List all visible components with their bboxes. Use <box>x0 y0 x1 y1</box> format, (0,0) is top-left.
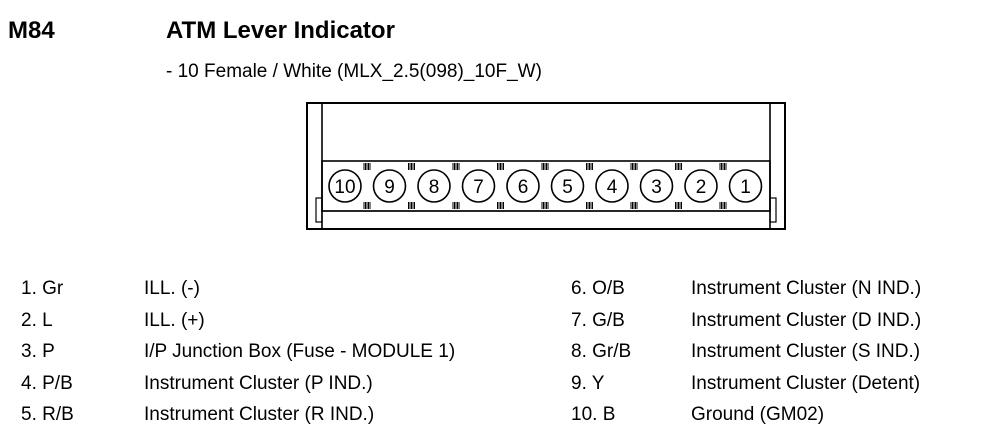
pin-description: ILL. (+) <box>144 309 205 331</box>
pin-cavity <box>328 169 362 203</box>
pin-row: 10. B Ground (GM02) <box>571 399 921 431</box>
pin-row: 3. P I/P Junction Box (Fuse - MODULE 1) <box>21 336 455 368</box>
pin-list-right: 6. O/B Instrument Cluster (N IND.) 7. G/B I… <box>571 273 921 431</box>
pin-description: Ground (GM02) <box>691 404 825 425</box>
pin-wire-color: 3. P <box>21 341 55 362</box>
pin-description: Instrument Cluster (S IND.) <box>691 341 921 362</box>
pin-number: 4 <box>607 177 618 198</box>
pin-cavity <box>684 169 718 203</box>
pin-row: 9. Y Instrument Cluster (Detent) <box>571 368 921 400</box>
pin-number: 2 <box>696 177 707 198</box>
pin-row: 4. P/B Instrument Cluster (P IND.) <box>21 368 455 400</box>
pin-wire-color: 9. Y <box>571 372 605 394</box>
pin-wire-color: 5. R/B <box>21 404 74 425</box>
pin-cavity <box>372 169 407 203</box>
pin-wire-color: 2. L <box>21 309 53 331</box>
pin-description: Instrument Cluster (Detent) <box>691 372 921 394</box>
pin-wire-color: 8. Gr/B <box>571 341 632 362</box>
pin-group: 10 9 8 7 6 5 4 3 2 1 <box>328 169 763 203</box>
pin-list-left: 1. Gr ILL. (-) 2. L ILL. (+) 3. P I/P Junctio… <box>21 273 455 431</box>
pin-description: Instrument Cluster (D IND.) <box>691 309 922 331</box>
pin-cavity <box>595 169 629 203</box>
pin-description: Instrument Cluster (P IND.) <box>144 372 373 394</box>
left-notch <box>315 197 323 223</box>
pin-row: 6. O/B Instrument Cluster (N IND.) <box>571 273 921 305</box>
pin-description: ILL. (-) <box>144 278 200 299</box>
pin-cavity <box>728 169 763 203</box>
pin-number: 1 <box>740 177 751 198</box>
pin-row: 8. Gr/B Instrument Cluster (S IND.) <box>571 336 921 368</box>
pin-cavity <box>550 169 585 203</box>
pin-description: Instrument Cluster (R IND.) <box>144 404 375 425</box>
pin-cavity <box>461 169 496 203</box>
pin-row: 7. G/B Instrument Cluster (D IND.) <box>571 305 921 337</box>
pin-description: I/P Junction Box (Fuse - MODULE 1) <box>144 341 456 362</box>
connector-housing <box>306 102 786 230</box>
cavity-hatching <box>363 163 727 209</box>
right-notch <box>769 197 777 223</box>
pin-wire-color: 7. G/B <box>571 309 625 331</box>
pin-number: 9 <box>384 177 395 198</box>
pin-number: 8 <box>429 177 440 198</box>
pin-number: 7 <box>473 177 484 198</box>
pin-number: 10 <box>334 177 355 198</box>
pin-row: 1. Gr ILL. (-) <box>21 273 455 305</box>
pin-row: 2. L ILL. (+) <box>21 305 455 337</box>
pin-number: 6 <box>518 177 529 198</box>
pin-cavity <box>417 169 451 203</box>
pin-wire-color: 10. B <box>571 404 616 425</box>
pin-description: Instrument Cluster (N IND.) <box>691 278 922 299</box>
pin-wire-color: 6. O/B <box>571 278 625 299</box>
pin-number: 3 <box>651 177 662 198</box>
pin-wire-color: 1. Gr <box>21 278 64 299</box>
connector-title: ATM Lever Indicator <box>166 17 395 44</box>
pin-row: 5. R/B Instrument Cluster (R IND.) <box>21 399 455 431</box>
connector-code: M84 <box>8 17 55 44</box>
pin-wire-color: 4. P/B <box>21 372 73 394</box>
pin-number: 5 <box>562 177 573 198</box>
pin-cavity <box>506 169 540 203</box>
connector-subtitle: - 10 Female / White (MLX_2.5(098)_10F_W) <box>166 61 542 82</box>
pin-cavity <box>639 169 674 203</box>
